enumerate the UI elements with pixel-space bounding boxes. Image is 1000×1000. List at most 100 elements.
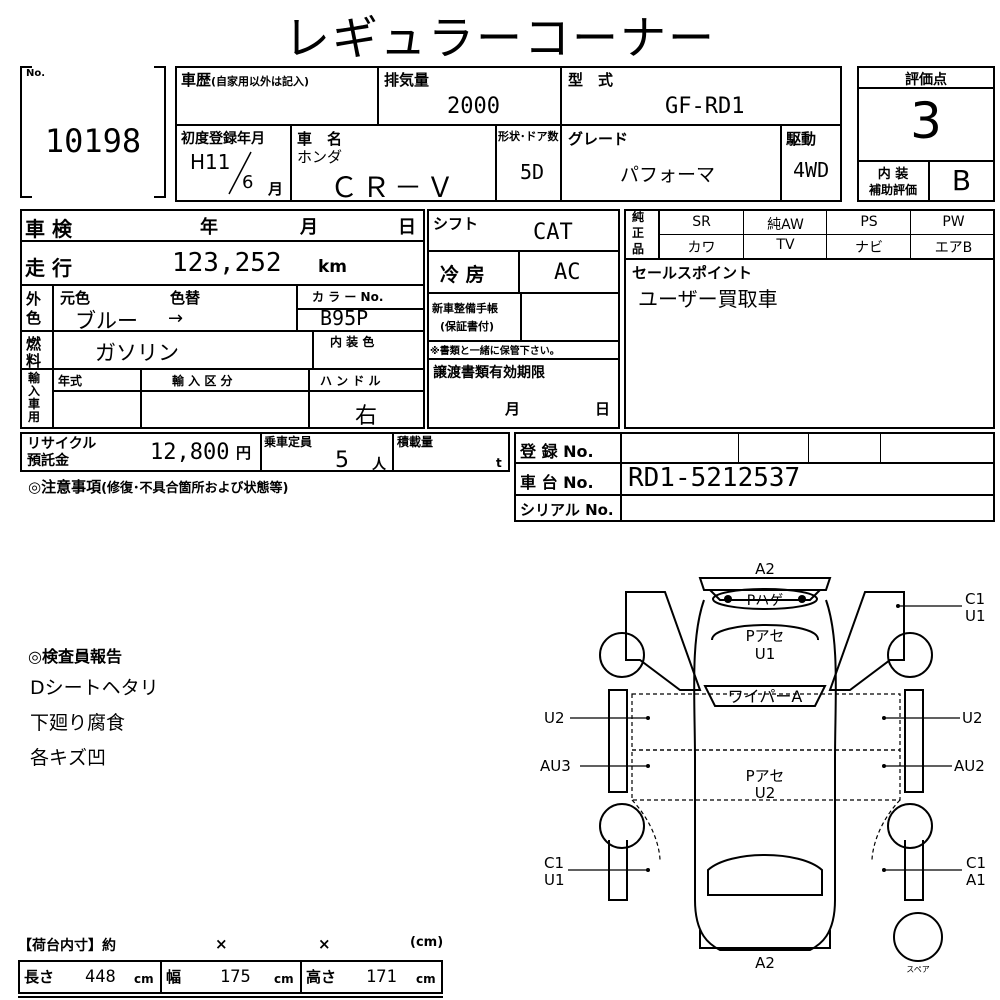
equip-ps: PS <box>860 214 878 230</box>
shift-value: CAT <box>533 220 573 245</box>
fuel-value: ガソリン <box>95 341 179 365</box>
handle-label: ハ ン ド ル <box>320 374 381 388</box>
drive-label: 駆動 <box>786 130 817 148</box>
displacement-value: 2000 <box>447 94 500 119</box>
aircon-label: 冷 房 <box>440 264 485 286</box>
left-details-block <box>20 209 425 429</box>
cargo-width-unit: cm <box>274 972 294 986</box>
transfer-day-unit: 日 <box>595 400 611 418</box>
capacity-unit: 人 <box>372 457 386 473</box>
handle-value: 右 <box>355 404 378 429</box>
inspection-label: 車 検 <box>25 217 72 241</box>
serial-number-label: シリアル No. <box>520 501 614 519</box>
diagram-hood-label: Pアセ <box>746 627 785 645</box>
import-side-label: 輸入車用 <box>28 371 41 424</box>
sales-point-label: セールスポイント <box>632 264 753 282</box>
diagram-right-front-code-2: U1 <box>965 607 986 625</box>
chassis-number: RD1-5212537 <box>628 463 801 493</box>
equip-pw: PW <box>942 214 965 230</box>
diagram-hood-code: U1 <box>755 645 776 663</box>
first-registration-label: 初度登録年月 <box>181 131 265 147</box>
diagram-right-front-code-1: C1 <box>965 590 985 608</box>
recycle-fee-unit: 円 <box>236 444 252 462</box>
color-side-2: 色 <box>26 309 42 327</box>
diagram-right-rear-code-2: A1 <box>966 871 986 889</box>
car-name-label: 車 名 <box>297 130 343 148</box>
aircon-value: AC <box>554 260 581 285</box>
lot-label: No. <box>26 68 46 79</box>
cargo-width: 175 <box>220 967 251 987</box>
diagram-bottom-label: A2 <box>755 954 775 972</box>
model-label: 型 式 <box>568 71 614 89</box>
cargo-dimensions-row <box>18 960 443 994</box>
score-value: 3 <box>910 92 942 150</box>
date-slash <box>228 151 252 195</box>
load-label: 積載量 <box>397 435 434 449</box>
color-code-label: カ ラ ー No. <box>312 290 384 304</box>
registration-month: 6 <box>242 172 254 193</box>
diagram-left-door-code-1: U2 <box>544 709 565 727</box>
cargo-length-label: 長さ <box>24 968 55 986</box>
fuel-side-1: 燃 <box>26 335 42 353</box>
diagram-left-rear-code-2: U1 <box>544 871 565 889</box>
genuine-parts-label: 純正品 <box>632 210 645 256</box>
cargo-width-label: 幅 <box>166 968 182 986</box>
shape-value: 5D <box>520 160 545 184</box>
notes-label: ◎注意事項(修復･不具合箇所および状態等) <box>28 478 289 496</box>
equip-airbag: エアB <box>934 240 973 256</box>
original-color-label: 元色 <box>60 289 91 307</box>
diagram-right-door-code-2: AU2 <box>954 757 985 775</box>
grade-value: パフォーマ <box>620 164 716 186</box>
middle-details-block <box>427 209 620 429</box>
cargo-length: 448 <box>85 967 116 987</box>
transfer-month-unit: 月 <box>505 400 521 418</box>
history-note: (自家用以外は記入) <box>211 75 310 88</box>
transfer-label: 譲渡書類有効期限 <box>433 365 545 381</box>
diagram-plate-label: Pハゲ <box>747 593 783 609</box>
color-side-1: 外 <box>26 290 42 308</box>
original-color: ブルー <box>75 309 138 333</box>
mileage-label: 走 行 <box>25 256 72 280</box>
inspection-day-unit: 日 <box>398 217 416 238</box>
manual-label-1: 新車整備手帳 <box>432 302 498 315</box>
report-line: 各キズ凹 <box>30 747 107 769</box>
equipment-grid <box>624 209 995 429</box>
recycle-fee: 12,800 <box>150 440 230 465</box>
inspection-month-unit: 月 <box>300 217 318 238</box>
vehicle-info-block <box>175 66 842 202</box>
shift-label: シフト <box>433 215 479 233</box>
interior-label-2: 補助評価 <box>868 183 917 197</box>
interior-color-label: 内 装 色 <box>330 335 375 349</box>
report-line: 下廻り腐食 <box>30 712 126 734</box>
diagram-wiper-label: ワイパーA <box>728 687 803 706</box>
equip-tv: TV <box>776 237 795 253</box>
capacity-value: 5 <box>335 448 349 473</box>
numbers-block <box>514 432 995 522</box>
interior-label-1: 内 装 <box>877 167 909 182</box>
color-arrow: → <box>168 308 184 329</box>
fuel-side-2: 料 <box>26 352 42 370</box>
diagram-right-rear-code-1: C1 <box>966 854 986 872</box>
lot-number: 10198 <box>44 122 142 160</box>
page-title: レギュラーコーナー <box>284 11 716 65</box>
cargo-unit: (cm) <box>410 935 444 950</box>
import-year-label: 年式 <box>58 374 83 388</box>
mileage-unit: km <box>318 257 348 277</box>
manual-label-2: (保証書付) <box>440 320 495 333</box>
cargo-length-unit: cm <box>134 972 154 986</box>
history-label: 車歴 <box>181 71 212 89</box>
diagram-roof-label: Pアセ <box>746 767 785 785</box>
cargo-title: 【荷台内寸】約 <box>18 938 116 954</box>
diagram-top-label: A2 <box>755 560 775 578</box>
cargo-height-label: 高さ <box>306 968 337 986</box>
manual-note: ※書類と一緒に保管下さい。 <box>430 346 560 357</box>
color-code: B95P <box>320 306 369 330</box>
recycle-label-2: 預託金 <box>27 453 69 469</box>
displacement-label: 排気量 <box>384 71 430 89</box>
chassis-number-label: 車 台 No. <box>520 473 594 492</box>
import-category-label: 輸 入 区 分 <box>172 374 233 388</box>
load-unit: t <box>496 456 502 470</box>
diagram-roof-code: U2 <box>755 784 776 802</box>
maker-name: ホンダ <box>297 148 343 166</box>
recycle-row <box>20 432 510 472</box>
